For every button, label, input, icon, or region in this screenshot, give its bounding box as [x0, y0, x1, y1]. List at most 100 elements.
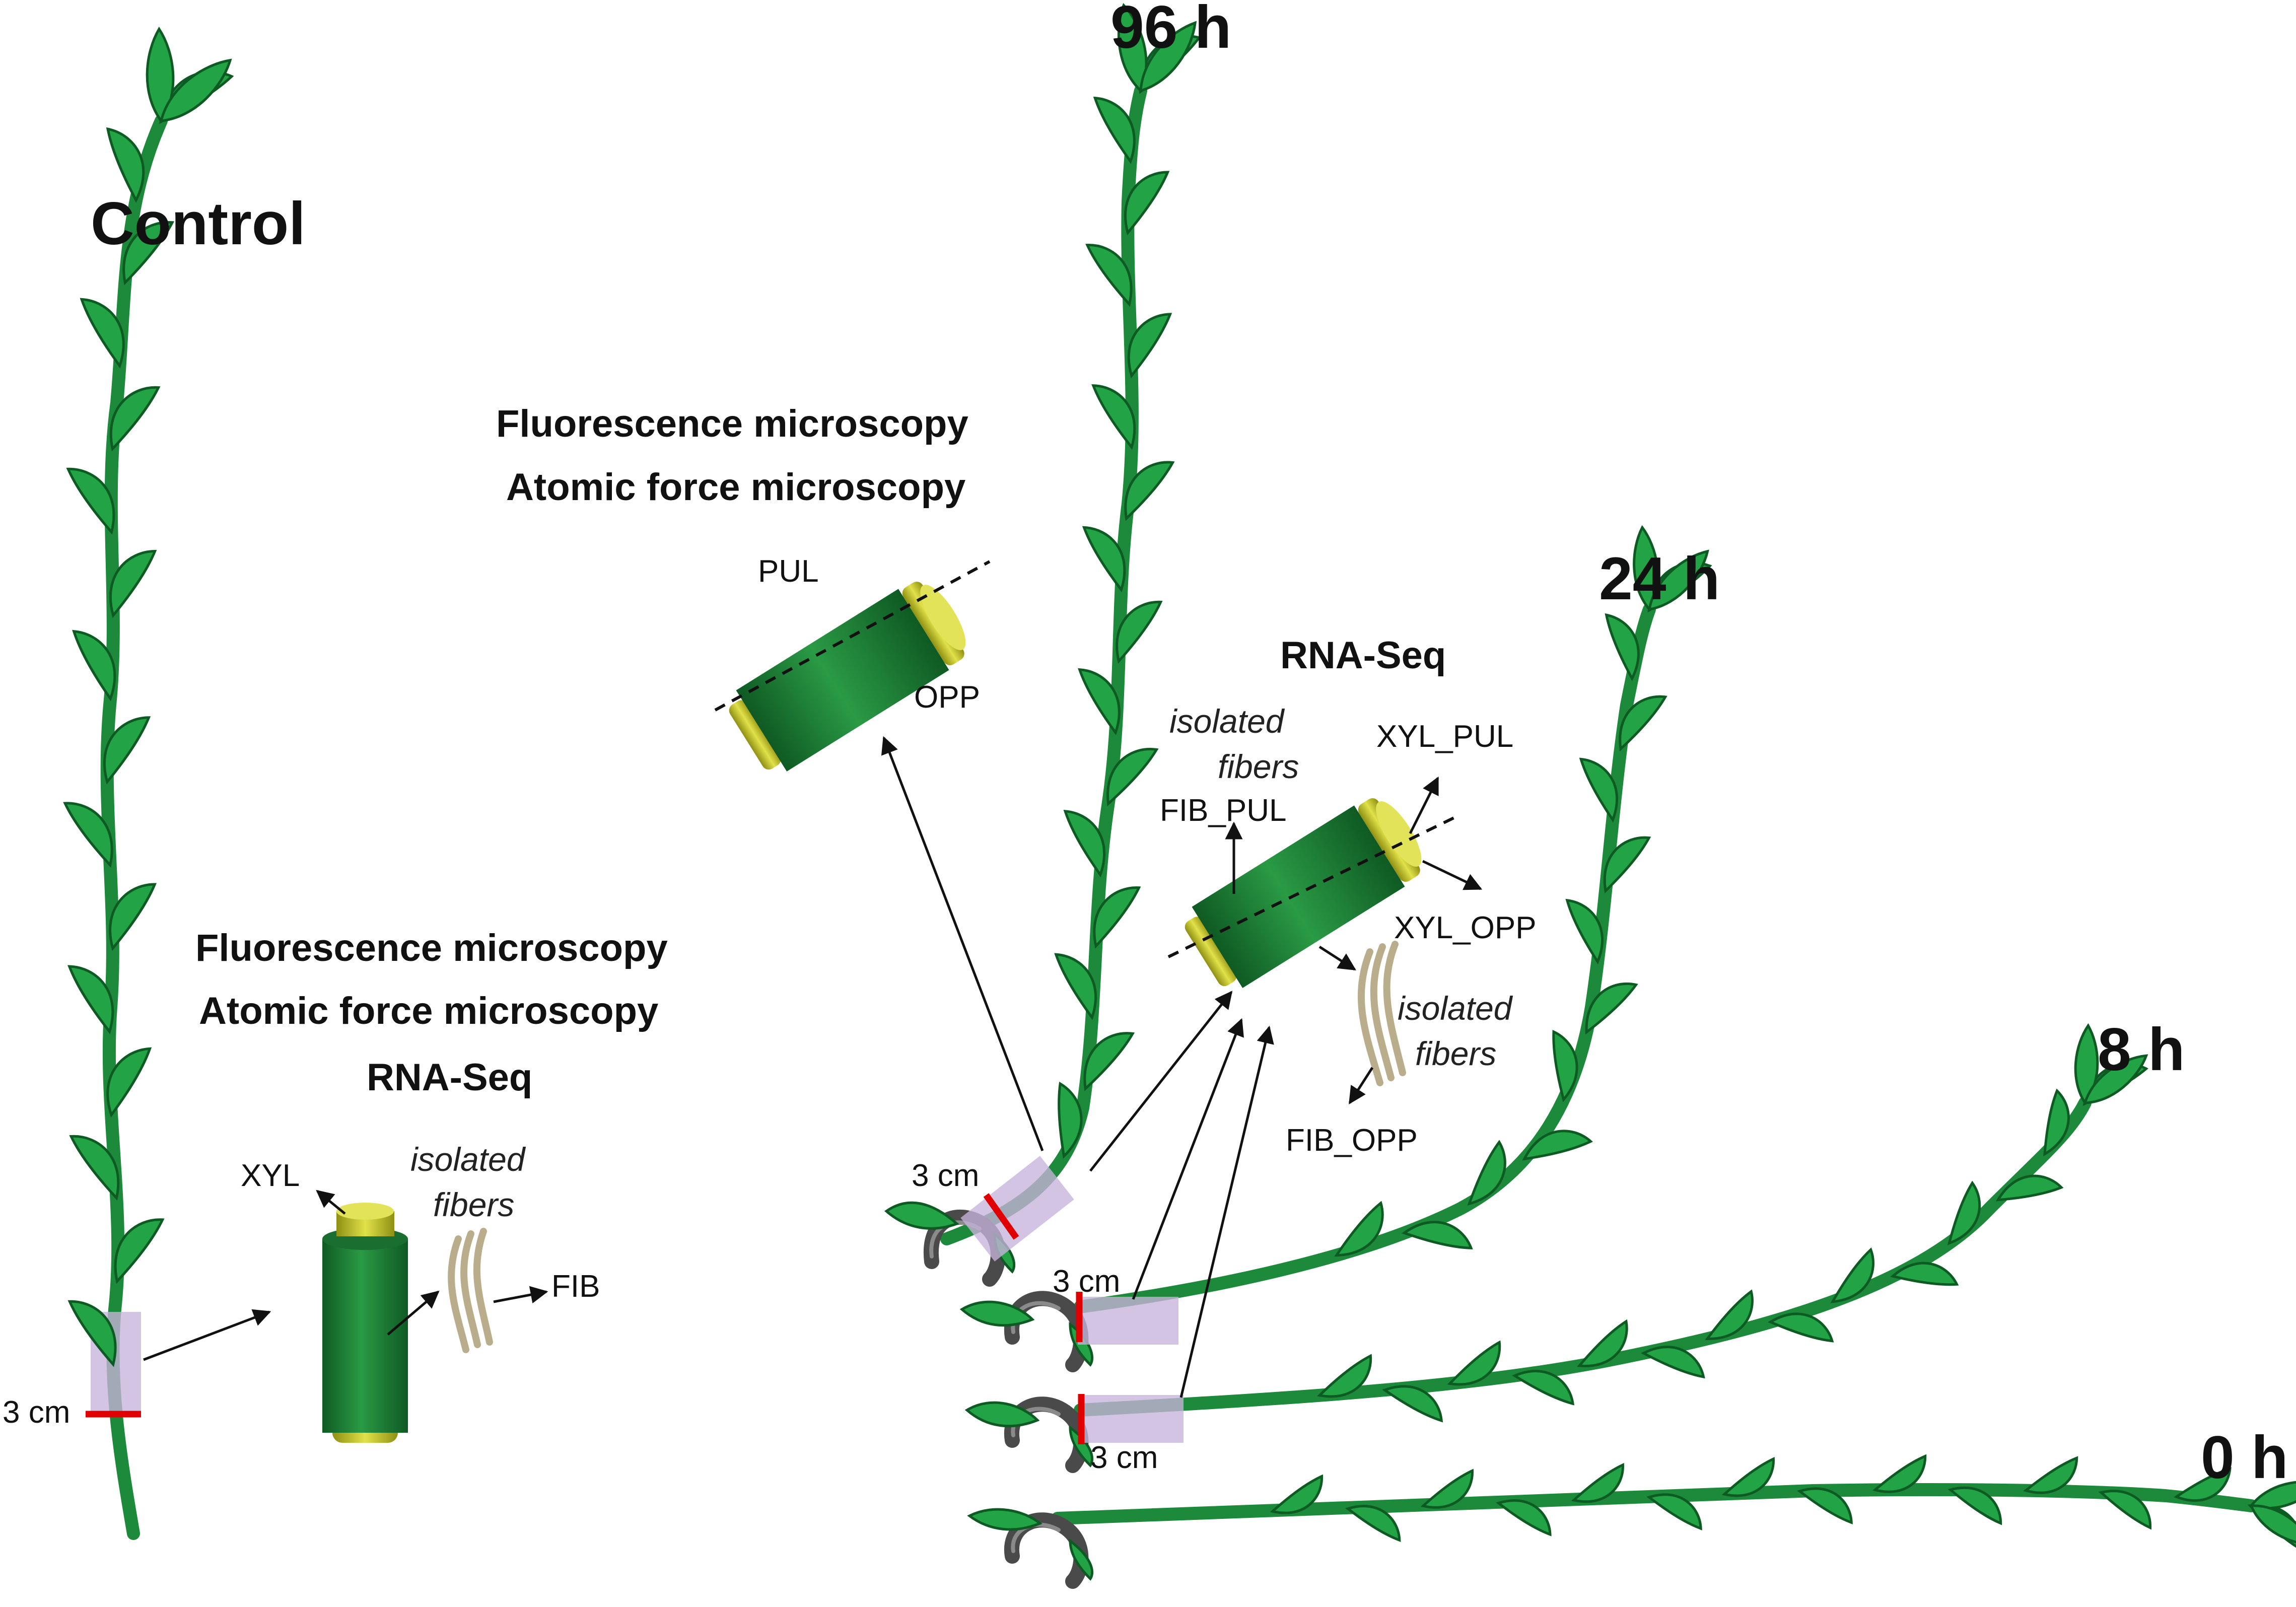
leaf [1063, 810, 1106, 878]
leaf [1522, 1130, 1593, 1161]
sample-region-24h [1078, 1297, 1178, 1345]
leaf [1603, 836, 1651, 893]
leaf [1334, 1201, 1384, 1257]
leaf [1093, 96, 1136, 164]
leaf [1995, 1174, 2064, 1202]
leaf [1619, 695, 1667, 752]
leaf [1467, 1140, 1506, 1206]
leaf [1382, 1385, 1443, 1423]
leaf [1106, 747, 1159, 806]
title-8h: 8 h [2098, 1016, 2185, 1083]
label-fibers-control: fibers [433, 1186, 514, 1223]
cut-mark-96h [983, 1193, 1019, 1240]
title-24h: 24 h [1599, 545, 1720, 612]
label-fibers-24h-bottom: fibers [1415, 1035, 1496, 1072]
leaf [159, 58, 232, 122]
leaf [1605, 613, 1640, 681]
method-rnaseq-control: RNA-Seq [367, 1056, 532, 1099]
plant-96h [884, 3, 1202, 1287]
leaf [1345, 1505, 1401, 1542]
leaf [2098, 1490, 2152, 1530]
label-xyl-opp: XYL_OPP [1394, 911, 1537, 945]
leaf [1420, 1469, 1474, 1509]
label-3cm-96h: 3 cm [912, 1158, 979, 1193]
leaf [1565, 898, 1604, 965]
leaf [106, 1047, 152, 1118]
leaf [1721, 1456, 1775, 1497]
leaf [1116, 600, 1163, 664]
label-fibers-24h-top: fibers [1218, 748, 1299, 785]
stem-0h [1051, 1483, 2258, 1525]
leaf [1646, 1493, 1702, 1530]
plant-8h [964, 1023, 2148, 1473]
fibers-24h [1357, 941, 1406, 1086]
method-afm-control: Atomic force microscopy [199, 990, 658, 1032]
leaf [1633, 525, 1659, 612]
leaf [1512, 1370, 1575, 1406]
leaf [2083, 1054, 2148, 1104]
leaf [1402, 1221, 1473, 1249]
label-fib: FIB [551, 1269, 600, 1304]
leaf [1083, 1032, 1135, 1091]
method-fm-96h: Fluorescence microscopy [496, 402, 968, 445]
arrows [143, 736, 1483, 1398]
leaf [114, 1218, 165, 1284]
leaf [146, 26, 175, 123]
leaf [1127, 313, 1172, 379]
leaf [1093, 886, 1141, 949]
label-opp: OPP [914, 680, 980, 715]
cylinder-96h [729, 582, 966, 772]
leaf [1947, 1180, 1981, 1245]
leaf [1139, 21, 1197, 93]
leaf [2249, 1480, 2296, 1510]
leaf [1571, 1462, 1624, 1503]
leaf [1768, 1312, 1834, 1343]
leaf [109, 386, 161, 452]
control-plant [63, 26, 234, 1540]
plant-0h [967, 1454, 2296, 1589]
leaf [109, 883, 157, 951]
leaf [1078, 668, 1121, 736]
leaf [1577, 1319, 1628, 1367]
leaf [67, 1300, 117, 1367]
method-rnaseq-24h: RNA-Seq [1280, 634, 1446, 677]
leaf [1124, 171, 1170, 236]
leaf [122, 221, 175, 286]
leaf [1496, 1499, 1552, 1536]
leaf [67, 965, 114, 1034]
leaf [1830, 1247, 1875, 1303]
leaf [1552, 1029, 1578, 1102]
leaf [1641, 1346, 1705, 1379]
title-control: Control [91, 190, 306, 257]
label-xyl: XYL [241, 1158, 300, 1193]
leaf [1872, 1454, 1927, 1493]
control-cylinder [322, 1203, 408, 1443]
leaf [1579, 757, 1619, 823]
cylinder-24h [1185, 798, 1422, 988]
label-isolated-control: isolated [410, 1141, 526, 1178]
leaf [1585, 982, 1638, 1035]
leaf [1890, 1262, 1959, 1286]
leaf [1947, 1486, 2002, 1525]
axis-24h [1167, 814, 1459, 958]
label-fib-opp: FIB_OPP [1286, 1123, 1418, 1158]
leaf [69, 1135, 120, 1201]
labels: Control 96 h 24 h 8 h 0 h Fluorescence m… [3, 0, 2288, 1491]
label-isolated-24h-bottom: isolated [1398, 990, 1513, 1027]
leaf [1797, 1487, 1853, 1524]
title-0h: 0 h [2201, 1424, 2288, 1491]
leaf [80, 298, 125, 369]
leaf [1082, 526, 1126, 593]
leaf [1124, 461, 1175, 521]
leaf [63, 802, 113, 868]
leaf [103, 716, 151, 785]
plants [63, 3, 2296, 1589]
leaf [2043, 1088, 2070, 1157]
sample-region-96h [960, 1156, 1074, 1262]
leaf [66, 467, 115, 535]
leaf [1117, 3, 1148, 93]
label-pul: PUL [758, 554, 819, 589]
leaf [1085, 244, 1133, 307]
